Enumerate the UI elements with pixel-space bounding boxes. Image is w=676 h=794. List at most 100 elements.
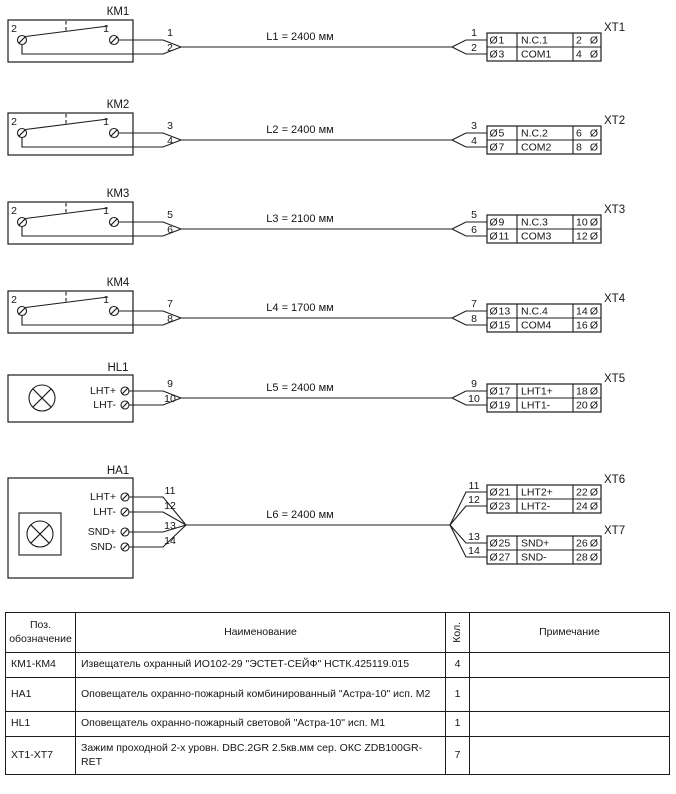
contact-pin-number: 2	[11, 116, 17, 128]
terminal-number: 23	[499, 501, 511, 513]
terminal-block-xt5: XT5 Ø 17 LHT1+ 18 Ø Ø 19 LHT1- 20 Ø	[486, 373, 625, 413]
terminal-block-label: XT3	[604, 204, 625, 216]
wire-number: 12	[164, 500, 176, 512]
terminal-number: 26	[576, 538, 588, 550]
terminal-number: 4	[576, 49, 582, 61]
terminal-name: COM2	[521, 142, 551, 154]
pin-label: SND+	[88, 526, 116, 538]
wire-number: 8	[471, 313, 477, 325]
contact-pin-number: 1	[103, 23, 109, 35]
terminal-number: 19	[499, 400, 511, 412]
wire-number: 12	[468, 494, 480, 506]
terminal-number: 16	[576, 320, 588, 332]
terminal-icon: Ø	[490, 538, 498, 550]
device-label-hl1: HL1	[107, 362, 128, 374]
wire-number: 3	[167, 120, 173, 132]
spec-cell-name: Зажим проходной 2-х уровн. DBC.2GR 2.5кв…	[76, 737, 446, 775]
terminal-name: SND+	[521, 538, 549, 550]
terminal-name: N.C.4	[521, 306, 548, 318]
contact-pin-number: 1	[103, 205, 109, 217]
terminal-name: LHT1-	[521, 400, 551, 412]
spec-cell-qty: 1	[446, 712, 470, 737]
wire-number: 3	[471, 120, 477, 132]
terminal-name: SND-	[521, 552, 547, 564]
wires-right-km3	[451, 221, 487, 237]
device-box-hl1	[7, 374, 134, 423]
wire-number: 13	[164, 520, 176, 532]
terminal-icon: Ø	[490, 217, 498, 229]
terminal-name: N.C.1	[521, 35, 548, 47]
specification-table: Поз. обозначение Наименование Кол. Приме…	[5, 612, 670, 775]
nc-contact-icon	[16, 292, 120, 317]
wire-number: 14	[468, 545, 480, 557]
terminal-number: 8	[576, 142, 582, 154]
contact-pin-number: 2	[11, 294, 17, 306]
wires-left-ha1	[129, 496, 187, 548]
terminal-icon: Ø	[490, 49, 498, 61]
terminal-icon: Ø	[590, 128, 598, 140]
terminal-block-xt6: XT6 Ø 21 LHT2+ 22 Ø Ø 23 LHT2- 24 Ø	[486, 474, 625, 514]
terminal-icon: Ø	[490, 231, 498, 243]
wires-left-km3	[21, 221, 182, 237]
spec-cell-qty: 1	[446, 678, 470, 712]
cable-label-l2: L2 = 2400 мм	[266, 124, 333, 136]
terminal-icon: Ø	[590, 487, 598, 499]
wire-number: 1	[167, 27, 173, 39]
pin-label: LHT+	[90, 385, 116, 397]
wire-number: 14	[164, 535, 176, 547]
cable-label-l4: L4 = 1700 мм	[266, 302, 333, 314]
device-label-ha1: НА1	[107, 465, 129, 477]
circuit-row-ha1: НА1 LHT+ LHT- SND+ SND- 11 12 13 14 L6 =	[7, 465, 487, 579]
spec-cell-qty: 7	[446, 737, 470, 775]
cable-label-l6: L6 = 2400 мм	[266, 509, 333, 521]
terminal-number: 18	[576, 386, 588, 398]
terminal-icon: Ø	[590, 501, 598, 513]
wire-number: 2	[167, 42, 173, 54]
terminal-block-xt4: XT4 Ø 13 N.C.4 14 Ø Ø 15 COM4 16 Ø	[486, 293, 626, 333]
wire-number: 5	[471, 209, 477, 221]
circuit-row-km3: КМ3 2 1 5 6 L3 = 2100 мм 5 6	[7, 188, 487, 245]
wire-number: 9	[471, 378, 477, 390]
terminal-block-label: XT7	[604, 525, 625, 537]
spec-cell-name: Оповещатель охранно-пожарный световой "А…	[76, 712, 446, 737]
terminal-icon: Ø	[590, 35, 598, 47]
terminal-number: 20	[576, 400, 588, 412]
terminal-icon: Ø	[590, 306, 598, 318]
wire-number: 5	[167, 209, 173, 221]
terminal-block-label: XT5	[604, 373, 625, 385]
spec-header-note: Примечание	[470, 613, 670, 653]
terminal-number: 13	[499, 306, 511, 318]
wires-right-hl1	[451, 390, 487, 406]
spec-cell-pos: HL1	[6, 712, 76, 737]
terminal-icon: Ø	[490, 400, 498, 412]
wire-number: 7	[471, 298, 477, 310]
terminal-icon: Ø	[590, 49, 598, 61]
spec-cell-name: Извещатель охранный ИО102-29 "ЭСТЕТ-СЕЙФ…	[76, 653, 446, 678]
wires-left-km1	[21, 39, 182, 55]
terminal-icon: Ø	[490, 320, 498, 332]
wires-right-ha1	[449, 491, 487, 558]
terminal-number: 7	[499, 142, 505, 154]
terminal-block-label: XT1	[604, 22, 625, 34]
device-label-km4: КМ4	[107, 277, 130, 289]
wire-number: 10	[164, 393, 176, 405]
terminal-icon: Ø	[590, 320, 598, 332]
wires-right-km2	[451, 132, 487, 148]
terminal-number: 1	[499, 35, 505, 47]
terminal-icon: Ø	[490, 306, 498, 318]
terminal-number: 14	[576, 306, 588, 318]
wire-number: 7	[167, 298, 173, 310]
terminal-number: 27	[499, 552, 511, 564]
terminal-number: 22	[576, 487, 588, 499]
terminal-icon: Ø	[590, 400, 598, 412]
lamp-icon	[28, 384, 56, 412]
terminal-name: LHT2-	[521, 501, 551, 513]
device-box-ha1	[7, 477, 134, 579]
spec-header-pos-line1: Поз.	[30, 619, 51, 632]
terminal-number: 28	[576, 552, 588, 564]
spec-header-name: Наименование	[76, 613, 446, 653]
terminal-number: 6	[576, 128, 582, 140]
pin-label: SND-	[90, 541, 116, 553]
spec-header-qty-label: Кол.	[450, 622, 463, 643]
circuit-row-hl1: HL1 LHT+ LHT- 9 10 L5 = 2400 мм 9 10	[7, 362, 487, 423]
